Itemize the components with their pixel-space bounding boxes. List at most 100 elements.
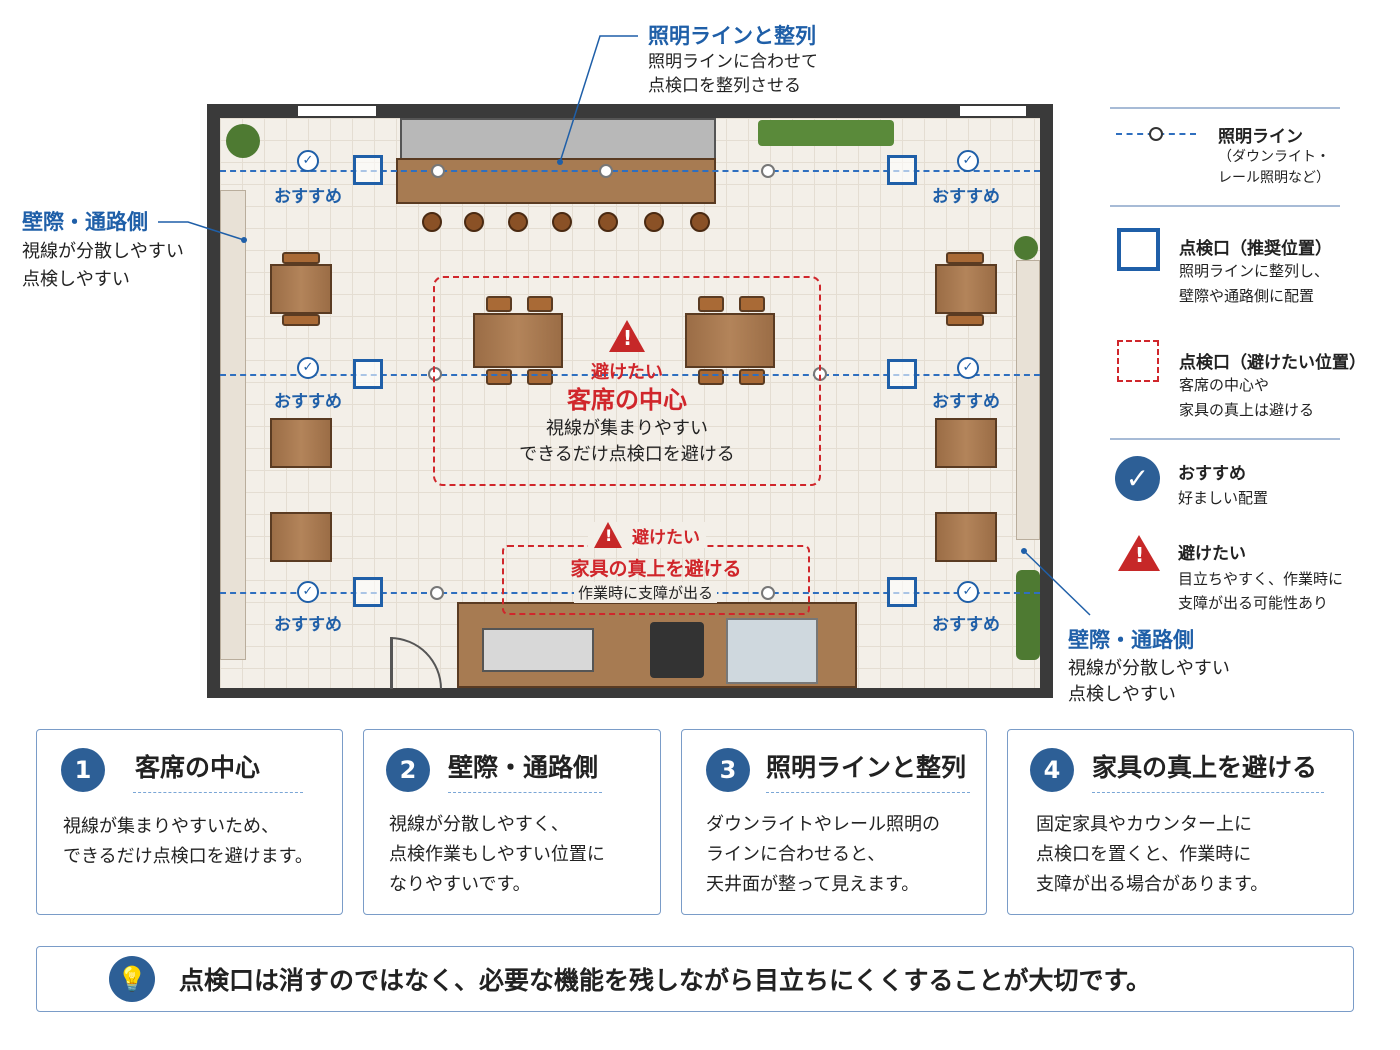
downlight-icon — [430, 586, 444, 600]
legend-desc: 照明ラインに整列し、 — [1179, 262, 1330, 280]
wall-bench — [220, 190, 246, 660]
fridge — [726, 618, 818, 684]
table — [270, 512, 332, 562]
table — [935, 512, 997, 562]
callout-wall-right: 壁際・通路側 視線が分散しやすい 点検しやすい — [1068, 624, 1230, 708]
recommended-label: おすすめ — [932, 187, 1000, 207]
avoid-tag: 避けたい — [591, 362, 663, 383]
avoid-tag: 避けたい — [632, 527, 700, 548]
recommended-hatch-icon — [1117, 228, 1160, 271]
callout-title: 壁際・通路側 — [1068, 628, 1194, 652]
card-number: 1 — [61, 748, 105, 792]
legend-recommended-hatch: 点検口（推奨位置） 照明ラインに整列し、 壁際や通路側に配置 — [1179, 234, 1332, 309]
avoid-text: 作業時に支障が出る — [574, 582, 718, 603]
plant — [1014, 236, 1038, 260]
downlight-icon — [428, 367, 442, 381]
check-icon: ✓ — [957, 357, 979, 379]
card-title: 照明ラインと整列 — [766, 748, 970, 793]
legend-desc: レール照明など） — [1218, 170, 1330, 186]
legend-desc: 壁際や通路側に配置 — [1179, 287, 1315, 305]
legend-recommend: おすすめ 好ましい配置 — [1178, 459, 1268, 512]
legend-title: 点検口（推奨位置） — [1179, 239, 1332, 259]
window — [298, 106, 376, 116]
avoid-furniture-tag-row: ! 避けたい — [588, 522, 706, 548]
window — [960, 106, 1026, 116]
legend-divider — [1110, 107, 1340, 109]
callout-text: 点検口を整列させる — [648, 76, 801, 96]
footer-text: 点検口は消すのではなく、必要な機能を残しながら目立ちにくくすることが大切です。 — [179, 966, 1152, 995]
warning-icon: ! — [609, 320, 645, 352]
callout-text: 照明ラインに合わせて — [648, 52, 818, 72]
card-text: 視線が集まりやすいため、 — [63, 816, 279, 837]
check-icon: ✓ — [297, 357, 319, 379]
table — [270, 418, 332, 468]
card-text: 点検作業もしやすい位置に — [389, 844, 605, 865]
legend-title: 点検口（避けたい位置） — [1179, 353, 1366, 373]
legend-avoid: 避けたい 目立ちやすく、作業時に 支障が出る可能性あり — [1178, 541, 1343, 615]
card-title: 家具の真上を避ける — [1092, 748, 1324, 793]
downlight-icon — [431, 164, 445, 178]
plant — [226, 124, 260, 158]
recommended-label: おすすめ — [274, 615, 342, 635]
recommended-hatch — [887, 577, 917, 607]
recommended-label: おすすめ — [274, 187, 342, 207]
callout-text: 視線が分散しやすい — [22, 241, 184, 262]
appliance — [650, 622, 704, 678]
avoid-text: 視線が集まりやすい — [546, 418, 708, 439]
legend-desc: 好ましい配置 — [1178, 489, 1269, 507]
recommended-label: おすすめ — [274, 392, 342, 412]
table — [473, 313, 563, 368]
card-text: ダウンライトやレール照明の — [706, 814, 940, 835]
avoid-zone-center — [433, 276, 821, 486]
legend-avoid-hatch: 点検口（避けたい位置） 客席の中心や 家具の真上は避ける — [1179, 348, 1366, 423]
downlight-icon — [1149, 127, 1163, 141]
sink — [482, 628, 594, 672]
footer-note: 💡 点検口は消すのではなく、必要な機能を残しながら目立ちにくくすることが大切です… — [36, 946, 1354, 1012]
legend-divider — [1110, 205, 1340, 207]
lighting-line — [220, 170, 1040, 172]
plant — [1016, 570, 1040, 660]
callout-wall-left: 壁際・通路側 視線が分散しやすい 点検しやすい — [22, 206, 184, 294]
avoid-title: 客席の中心 — [567, 386, 687, 414]
lightbulb-icon: 💡 — [109, 956, 155, 1002]
check-icon: ✓ — [297, 581, 319, 603]
callout-lighting: 照明ラインと整列 照明ラインに合わせて 点検口を整列させる — [648, 22, 818, 98]
avoid-hatch-icon — [1117, 340, 1159, 382]
recommended-label: おすすめ — [932, 392, 1000, 412]
card-text: できるだけ点検口を避けます。 — [63, 846, 313, 867]
legend-title: おすすめ — [1178, 464, 1246, 484]
card-title: 壁際・通路側 — [448, 748, 602, 793]
wall-bench — [1016, 260, 1040, 540]
table — [935, 264, 997, 314]
check-icon: ✓ — [957, 150, 979, 172]
recommended-hatch — [353, 577, 383, 607]
avoid-title: 家具の真上を避ける — [570, 558, 742, 580]
recommended-hatch — [887, 155, 917, 185]
legend-title: 照明ライン — [1218, 127, 1303, 147]
check-icon: ✓ — [297, 150, 319, 172]
legend-title: 避けたい — [1178, 544, 1246, 564]
table — [935, 418, 997, 468]
callout-title: 照明ラインと整列 — [648, 24, 816, 48]
card-number: 4 — [1030, 748, 1074, 792]
avoid-center-label: ! 避けたい 客席の中心 視線が集まりやすい できるだけ点検口を避ける — [433, 320, 821, 468]
legend-divider — [1110, 438, 1340, 440]
card-3: 3 照明ラインと整列 ダウンライトやレール照明の ラインに合わせると、 天井面が… — [681, 729, 987, 915]
card-2: 2 壁際・通路側 視線が分散しやすく、 点検作業もしやすい位置に なりやすいです… — [363, 729, 661, 915]
card-number: 2 — [386, 748, 430, 792]
avoid-text: できるだけ点検口を避ける — [519, 444, 735, 465]
kitchen-counter — [400, 118, 716, 160]
table — [685, 313, 775, 368]
legend-lighting: 照明ライン （ダウンライト・ レール照明など） — [1218, 122, 1330, 189]
card-text: 固定家具やカウンター上に — [1036, 814, 1252, 835]
legend-desc: （ダウンライト・ — [1218, 149, 1330, 165]
downlight-icon — [761, 164, 775, 178]
callout-text: 点検しやすい — [1068, 684, 1176, 705]
warning-icon: ! — [594, 522, 622, 548]
card-1: 1 客席の中心 視線が集まりやすいため、 できるだけ点検口を避けます。 — [36, 729, 343, 915]
card-text: なりやすいです。 — [389, 874, 531, 895]
warning-icon: ! — [1118, 535, 1160, 571]
card-number: 3 — [706, 748, 750, 792]
recommended-label: おすすめ — [932, 615, 1000, 635]
card-text: 支障が出る場合があります。 — [1036, 874, 1269, 895]
